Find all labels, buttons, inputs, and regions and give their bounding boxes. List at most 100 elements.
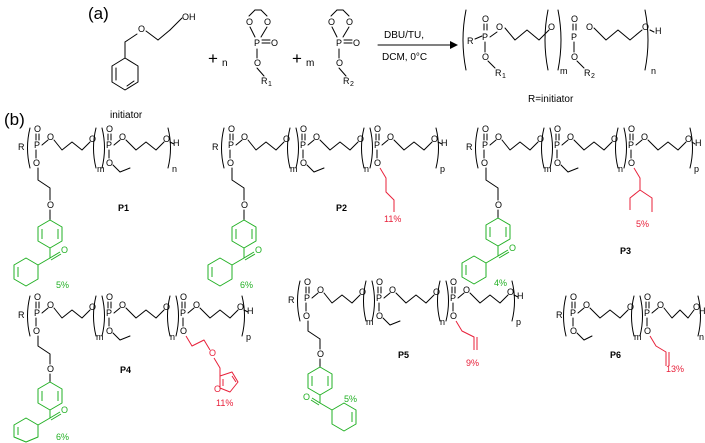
svg-text:O: O	[180, 292, 187, 302]
svg-text:O: O	[537, 134, 544, 144]
label-a: (a)	[88, 4, 109, 23]
svg-text:R: R	[18, 142, 25, 152]
svg-text:O: O	[387, 132, 394, 142]
svg-text:O: O	[300, 124, 307, 134]
svg-text:O: O	[627, 302, 634, 312]
svg-text:O: O	[33, 326, 40, 336]
svg-text:O: O	[119, 132, 126, 142]
polymer-p6: R P O O O O m P O O O O H n 13% P6	[556, 292, 705, 374]
svg-text:O: O	[693, 302, 700, 312]
svg-text:R: R	[288, 295, 295, 305]
svg-text:O: O	[89, 134, 96, 144]
monomer-n-label: n	[222, 58, 228, 69]
svg-text:P: P	[570, 308, 576, 318]
svg-text:2: 2	[591, 73, 595, 80]
svg-text:O: O	[376, 311, 383, 321]
polymer-p5: R P O O O m P O O O O n P O O O	[288, 277, 524, 432]
svg-text:P: P	[34, 308, 40, 318]
svg-text:O: O	[571, 14, 578, 24]
svg-text:H: H	[655, 26, 662, 36]
p3-red-percent: 5%	[636, 219, 649, 229]
svg-text:P: P	[450, 293, 456, 303]
svg-text:P: P	[304, 293, 310, 303]
svg-text:O: O	[346, 17, 353, 27]
monomer-1-structure: O O P O O R 1	[246, 9, 278, 88]
svg-text:P: P	[374, 140, 380, 150]
svg-text:m: m	[290, 164, 298, 174]
p1-green-percent: 5%	[56, 280, 69, 290]
svg-text:p: p	[694, 164, 699, 174]
svg-text:O: O	[374, 124, 381, 134]
svg-text:O: O	[255, 245, 262, 255]
svg-text:P: P	[482, 32, 488, 42]
svg-text:P: P	[254, 38, 260, 48]
svg-text:O: O	[163, 134, 170, 144]
svg-text:R: R	[495, 68, 502, 78]
svg-text:m: m	[560, 66, 568, 76]
svg-text:O: O	[228, 124, 235, 134]
svg-text:P: P	[106, 308, 112, 318]
svg-text:m: m	[97, 164, 105, 174]
monomer-2-structure: O O P O O R 2	[328, 9, 360, 88]
svg-text:H: H	[441, 138, 448, 148]
svg-text:O: O	[495, 132, 502, 142]
svg-text:O: O	[685, 134, 692, 144]
svg-text:O: O	[357, 134, 364, 144]
svg-text:O: O	[300, 158, 307, 168]
svg-text:R: R	[18, 310, 25, 320]
svg-text:P: P	[628, 140, 634, 150]
svg-text:OH: OH	[182, 12, 196, 22]
p5-name: P5	[398, 350, 409, 360]
svg-text:O: O	[644, 292, 651, 302]
svg-text:O: O	[317, 285, 324, 295]
svg-text:O: O	[570, 326, 577, 336]
svg-text:O: O	[106, 158, 113, 168]
svg-text:O: O	[304, 277, 311, 287]
svg-text:R: R	[466, 142, 473, 152]
svg-text:O: O	[507, 287, 514, 297]
product-structure: R P O O O R 1 O m P O O R 2 O O H n	[462, 9, 662, 80]
svg-text:H: H	[173, 138, 180, 148]
svg-text:O: O	[119, 300, 126, 310]
svg-text:P: P	[300, 140, 306, 150]
svg-text:O: O	[89, 302, 96, 312]
svg-text:O: O	[271, 38, 278, 48]
p4-red-percent: 11%	[216, 398, 233, 408]
p4-green-percent: 6%	[56, 432, 69, 442]
svg-text:R: R	[212, 142, 219, 152]
svg-text:O: O	[482, 14, 489, 24]
svg-text:n: n	[651, 66, 656, 76]
svg-text:O: O	[106, 124, 113, 134]
svg-text:n: n	[364, 164, 369, 174]
svg-text:O: O	[47, 132, 54, 142]
svg-text:m: m	[544, 164, 552, 174]
svg-text:p: p	[246, 332, 251, 342]
p5-green-percent: 5%	[344, 394, 357, 404]
svg-text:O: O	[283, 134, 290, 144]
svg-text:O: O	[237, 302, 244, 312]
plus-2: +	[292, 49, 302, 68]
svg-text:O: O	[33, 158, 40, 168]
svg-text:n: n	[170, 332, 175, 342]
polymer-p1: R P O O O m P O O O O H n O O	[13, 124, 180, 290]
svg-text:R: R	[343, 76, 350, 86]
svg-text:O: O	[389, 285, 396, 295]
svg-text:O: O	[482, 52, 489, 62]
polymer-p2: R P O O O m P O O O O n P O O O	[207, 124, 448, 290]
svg-text:O: O	[47, 300, 54, 310]
svg-text:O: O	[431, 134, 438, 144]
svg-text:O: O	[34, 292, 41, 302]
label-b: (b)	[4, 110, 25, 129]
svg-text:O: O	[163, 302, 170, 312]
svg-text:O: O	[61, 405, 68, 415]
svg-text:O: O	[463, 285, 470, 295]
svg-text:1: 1	[268, 81, 272, 88]
svg-text:O: O	[180, 326, 187, 336]
svg-text:O: O	[317, 349, 324, 359]
svg-text:O: O	[34, 124, 41, 134]
svg-text:H: H	[247, 306, 254, 316]
svg-text:O: O	[313, 132, 320, 142]
svg-text:P: P	[571, 32, 577, 42]
r-caption: R=initiator	[528, 94, 574, 105]
initiator-caption: initiator	[110, 110, 143, 121]
